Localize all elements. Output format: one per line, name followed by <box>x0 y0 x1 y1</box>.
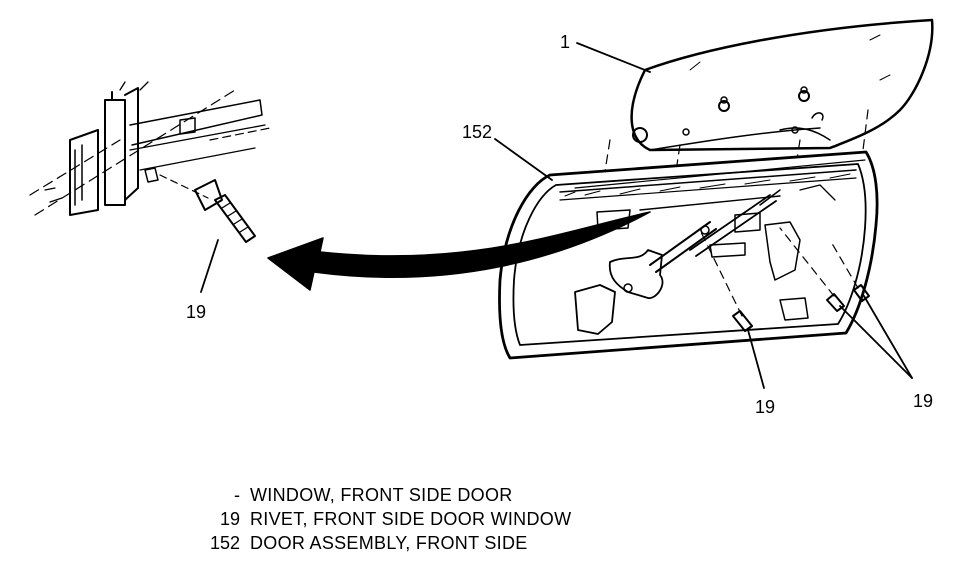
legend-row: - WINDOW, FRONT SIDE DOOR <box>196 483 716 507</box>
callout-rivet-center: 19 <box>755 397 776 417</box>
leader-window <box>576 42 651 73</box>
rivet-right-lower <box>826 293 845 312</box>
rivet-alignment-lines <box>699 227 859 317</box>
leader-rivet-left <box>200 239 219 293</box>
callout-door: 152 <box>462 122 493 142</box>
legend-description: RIVET, FRONT SIDE DOOR WINDOW <box>250 508 572 529</box>
rivet-left <box>159 174 256 243</box>
legend-number: 19 <box>219 508 240 529</box>
legend-description: WINDOW, FRONT SIDE DOOR <box>250 484 513 505</box>
legend-description: DOOR ASSEMBLY, FRONT SIDE <box>250 532 528 553</box>
callout-window: 1 <box>560 32 571 52</box>
callout-rivet-left: 19 <box>186 302 207 322</box>
legend-row: 19 RIVET, FRONT SIDE DOOR WINDOW <box>196 507 716 531</box>
bracket-detail <box>29 81 271 216</box>
window-glass <box>630 18 934 152</box>
leader-lines <box>200 42 913 389</box>
rivet-right-upper <box>853 284 870 302</box>
legend-number: - <box>234 484 240 505</box>
legend-row: 152 DOOR ASSEMBLY, FRONT SIDE <box>196 531 716 555</box>
callout-rivet-right: 19 <box>913 391 934 411</box>
rivet-center <box>732 310 753 332</box>
door-assembly <box>498 150 879 360</box>
parts-legend: - WINDOW, FRONT SIDE DOOR 19 RIVET, FRON… <box>196 483 716 555</box>
leader-rivet-right-a <box>839 305 913 379</box>
legend-number: 152 <box>209 532 240 553</box>
leader-door <box>494 138 553 181</box>
leader-rivet-right-b <box>863 295 913 379</box>
curved-arrow <box>267 211 651 291</box>
leader-rivet-center <box>747 329 765 389</box>
